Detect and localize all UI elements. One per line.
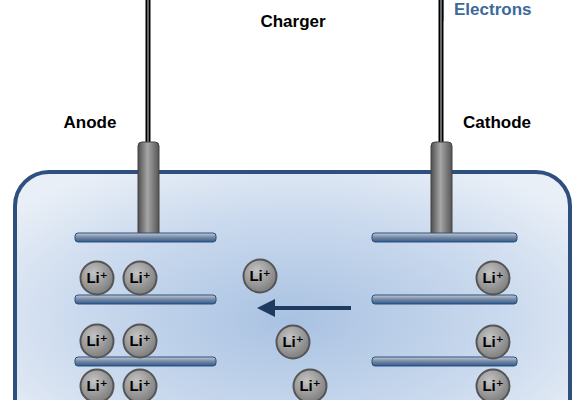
- electrode-rod: [138, 142, 159, 237]
- lithium-ion: Li⁺: [275, 324, 311, 360]
- anode-plate: [75, 233, 216, 242]
- lithium-ion: Li⁺: [475, 368, 511, 400]
- lithium-ion: Li⁺: [122, 323, 158, 359]
- ion-label: Li⁺: [475, 324, 511, 360]
- ion-label: Li⁺: [79, 323, 115, 359]
- electrode-label: Cathode: [463, 113, 531, 133]
- ion-label: Li⁺: [242, 258, 278, 294]
- cathode-plate: [372, 233, 517, 242]
- ion-label: Li⁺: [122, 323, 158, 359]
- lithium-ion: Li⁺: [475, 324, 511, 360]
- wire-core: [147, 0, 149, 150]
- ion-label: Li⁺: [79, 368, 115, 400]
- cathode-plate: [372, 295, 517, 304]
- electrode-rod: [431, 142, 452, 237]
- lithium-ion: Li⁺: [79, 260, 115, 296]
- ion-label: Li⁺: [122, 260, 158, 296]
- lithium-ion: Li⁺: [79, 368, 115, 400]
- legend-label: Electrons: [454, 0, 531, 20]
- ion-label: Li⁺: [79, 260, 115, 296]
- lithium-ion: Li⁺: [475, 260, 511, 296]
- electrode-label: Anode: [64, 113, 117, 133]
- lithium-ion: Li⁺: [242, 258, 278, 294]
- ion-flow-arrowhead: [257, 299, 275, 317]
- lithium-ion: Li⁺: [122, 260, 158, 296]
- ion-label: Li⁺: [292, 368, 328, 400]
- lithium-ion: Li⁺: [292, 368, 328, 400]
- ion-label: Li⁺: [475, 368, 511, 400]
- ion-flow-arrow: [272, 306, 351, 310]
- battery-casing: [15, 172, 570, 400]
- wire: [146, 0, 151, 150]
- wire-core: [440, 0, 442, 150]
- ion-label: Li⁺: [275, 324, 311, 360]
- wire: [439, 0, 444, 150]
- anode-plate: [75, 295, 216, 304]
- device-label: Charger: [260, 12, 325, 32]
- lithium-ion: Li⁺: [122, 368, 158, 400]
- ion-label: Li⁺: [475, 260, 511, 296]
- lithium-ion: Li⁺: [79, 323, 115, 359]
- ion-label: Li⁺: [122, 368, 158, 400]
